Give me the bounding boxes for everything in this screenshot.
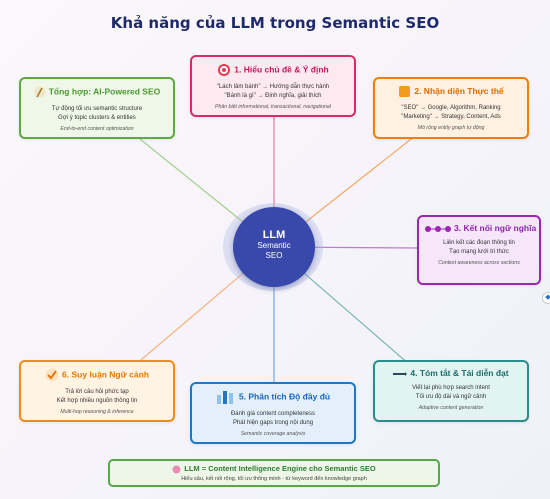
bar-chart-icon	[216, 391, 233, 404]
node-connections: 3. Kết nối ngữ nghĩa Liên kết các đoạn t…	[417, 215, 541, 285]
summary-banner: LLM = Content Intelligence Engine cho Se…	[108, 459, 440, 487]
node-completeness: 5. Phân tích Độ đầy đủ Đánh giá content …	[190, 382, 356, 444]
summary-subline: Hiểu sâu, kết nối rộng, tối ưu thông min…	[181, 475, 367, 482]
node-heading: 1. Hiểu chủ đề & Ý định	[234, 64, 329, 75]
center-sub1: Semantic	[257, 241, 291, 250]
checkmark-icon	[45, 368, 59, 382]
node-note: Adaptive content generation	[418, 405, 484, 411]
center-node: LLM Semantic SEO	[233, 207, 315, 287]
node-synthesis: Tổng hợp: AI-Powered SEO Tự động tối ưu …	[19, 77, 175, 139]
summary-headline: LLM = Content Intelligence Engine cho Se…	[184, 464, 376, 473]
center-sub2: SEO	[265, 251, 283, 260]
node-heading: 6. Suy luận Ngữ cảnh	[62, 369, 149, 380]
node-line: "Bánh là gì" → Định nghĩa, giải thích	[224, 93, 322, 99]
node-line: Phát hiện gaps trong nội dung	[232, 420, 314, 426]
node-summarize: 4. Tóm tắt & Tái diễn đạt Viết lại phù h…	[373, 360, 529, 422]
node-line: Tạo mạng lưới tri thức	[449, 249, 509, 255]
node-line: Viết lại phù hợp search intent	[412, 385, 490, 391]
node-line: Liên kết các đoạn thông tin	[443, 240, 515, 246]
node-line: Trả lời câu hỏi phức tạp	[65, 389, 129, 395]
node-understanding: 1. Hiểu chủ đề & Ý định "Lách lảm bánh" …	[190, 55, 356, 117]
diagram-title: Khả năng của LLM trong Semantic SEO	[110, 14, 440, 32]
scroll-handle-icon[interactable]: ◆	[542, 292, 550, 304]
puzzle-icon	[399, 86, 411, 97]
brain-icon	[172, 465, 181, 474]
node-heading: 5. Phân tích Độ đầy đủ	[238, 391, 331, 402]
node-entities: 2. Nhận diện Thực thể "SEO" → Google, Al…	[373, 77, 529, 139]
target-icon	[218, 64, 231, 76]
node-heading: 3. Kết nối ngữ nghĩa	[454, 223, 537, 233]
node-line: "Lách lảm bánh" → Hướng dẫn thực hành	[216, 84, 330, 90]
node-note: End-to-end content optimization	[60, 126, 134, 132]
node-note: Context awareness across sections	[438, 260, 520, 266]
node-heading: 2. Nhận diện Thực thể	[414, 85, 504, 96]
node-line: Tối ưu độ dài và ngữ cảnh	[415, 394, 487, 400]
node-note: Semantic coverage analysis	[240, 431, 306, 437]
node-reasoning: 6. Suy luận Ngữ cảnh Trả lời câu hỏi phứ…	[19, 360, 175, 422]
wand-icon	[34, 86, 46, 98]
node-line: Gợi ý topic clusters & entities	[58, 115, 136, 121]
node-heading: 4. Tóm tắt & Tái diễn đạt	[410, 368, 509, 378]
center-label: LLM	[262, 229, 286, 241]
node-line: "Marketing" → Strategy, Content, Ads	[401, 114, 501, 120]
node-line: Đánh giá content completeness	[230, 411, 316, 417]
node-note: Mô rộng entity graph tự động	[417, 125, 485, 131]
node-line: Tự động tối ưu semantic structure	[51, 106, 143, 112]
node-heading: Tổng hợp: AI-Powered SEO	[48, 86, 161, 97]
node-line: "SEO" → Google, Algorithm, Ranking	[401, 105, 501, 111]
node-note: Multi-hop reasoning & inference	[60, 409, 134, 415]
pencil-icon	[393, 371, 408, 376]
node-line: Kết hợp nhiều nguồn thông tin	[56, 398, 138, 404]
network-icon	[425, 225, 451, 232]
node-note: Phân biệt informational, transactional, …	[215, 104, 331, 110]
